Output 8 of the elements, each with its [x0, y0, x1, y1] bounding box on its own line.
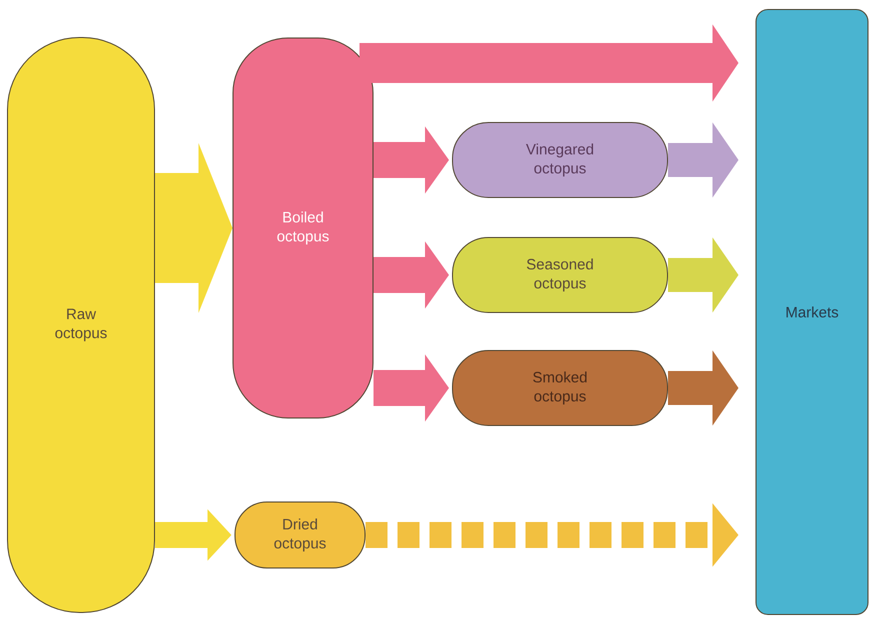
process-pill: Raw octopus	[7, 37, 155, 613]
process-pill: Boiled octopus	[232, 38, 374, 418]
product-box: Seasoned octopus	[452, 237, 668, 313]
product-box: Dried octopus	[234, 502, 366, 568]
market-bar: Markets	[756, 9, 868, 615]
product-box: Vinegared octopus	[452, 122, 668, 198]
product-box: Smoked octopus	[452, 350, 668, 426]
arrow	[155, 143, 232, 313]
